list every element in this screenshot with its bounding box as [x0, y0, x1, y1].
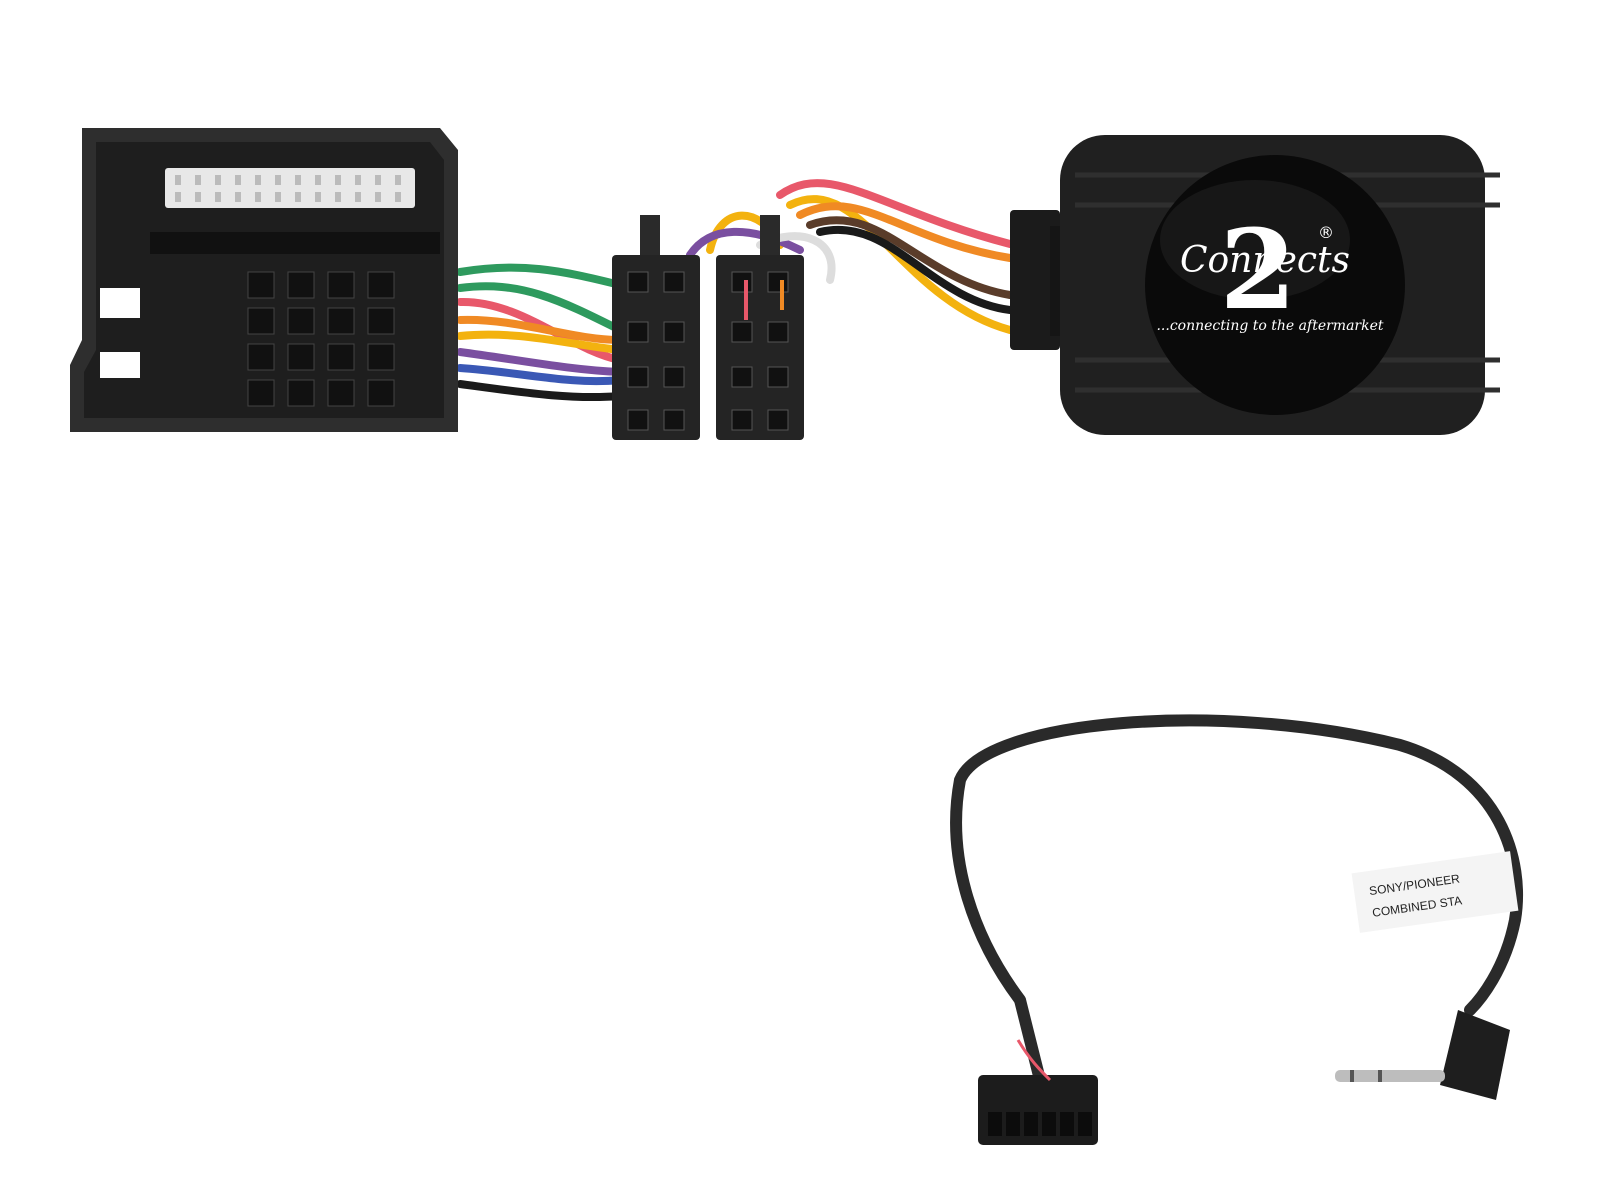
interface-module — [1010, 135, 1500, 435]
wire-black-module — [816, 225, 1014, 314]
wire-harness-right — [686, 179, 1014, 334]
wire-red-module — [776, 179, 1014, 248]
logo-registered-mark: ® — [1318, 223, 1334, 242]
iso-connector-right — [716, 215, 804, 440]
wire-brown-module — [806, 216, 1014, 299]
connects2-logo: 2 Connects ® ...connecting to the afterm… — [1156, 205, 1383, 334]
logo-brand-word: Connects — [1180, 240, 1350, 281]
wire-blue — [456, 364, 624, 386]
patch-lead-label — [1351, 851, 1519, 933]
jack-plug-pin — [1335, 1070, 1445, 1082]
wire-orange — [456, 315, 624, 344]
quadlock-side-clip-top — [100, 288, 140, 318]
wire-orange-module — [796, 202, 1014, 262]
quadlock-connector — [70, 128, 458, 432]
wire-yellow — [456, 330, 624, 354]
quadlock-side-clip-bottom — [100, 352, 140, 378]
logo-numeral: 2 — [1220, 205, 1297, 334]
wire-green-2 — [456, 282, 624, 334]
wire-purple-top — [686, 227, 804, 259]
patch-lead: SONY/PIONEER COMBINED STA — [950, 714, 1524, 1145]
quadlock-white-pins — [175, 175, 401, 202]
iso-connector-left — [612, 215, 700, 440]
patch-lead-cable — [950, 714, 1524, 1016]
wire-black — [456, 380, 624, 402]
jack-plug-body — [1440, 1010, 1510, 1100]
wire-harness-left — [456, 263, 624, 402]
logo-tagline: ...connecting to the aftermarket — [1156, 318, 1383, 334]
quadlock-white-pin-block — [165, 168, 415, 208]
module-cable-boot — [1010, 210, 1060, 350]
wire-purple — [456, 348, 624, 376]
quadlock-pin-grid — [247, 271, 395, 407]
wire-green — [456, 263, 624, 289]
